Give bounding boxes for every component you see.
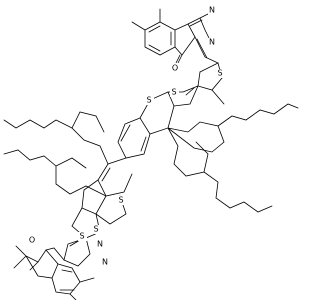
bottom-end-group: [13, 245, 95, 301]
atom-label-s: S: [217, 69, 222, 78]
atom-label-n: N: [102, 258, 108, 267]
atom-label-s: S: [93, 225, 98, 234]
chemical-structure-diagram: N N O S S S S S S O N N: [3, 6, 299, 301]
fused-core: [81, 91, 175, 225]
molecule-drawing: N N O S S S S S S O N N: [3, 6, 299, 301]
atom-label-n: N: [209, 38, 215, 47]
atom-label-s: S: [171, 88, 176, 97]
atom-label-s: S: [79, 232, 84, 241]
atom-labels: N N O S S S S S S O N N: [28, 6, 225, 267]
atom-label-s: S: [146, 96, 151, 105]
atom-label-n: N: [209, 6, 215, 15]
atom-label-n: N: [97, 240, 103, 249]
atom-label-o: O: [29, 236, 35, 245]
side-chains: [3, 103, 299, 213]
top-end-group: [131, 8, 219, 68]
atom-label-s: S: [118, 196, 123, 205]
atom-label-o: O: [172, 64, 178, 73]
